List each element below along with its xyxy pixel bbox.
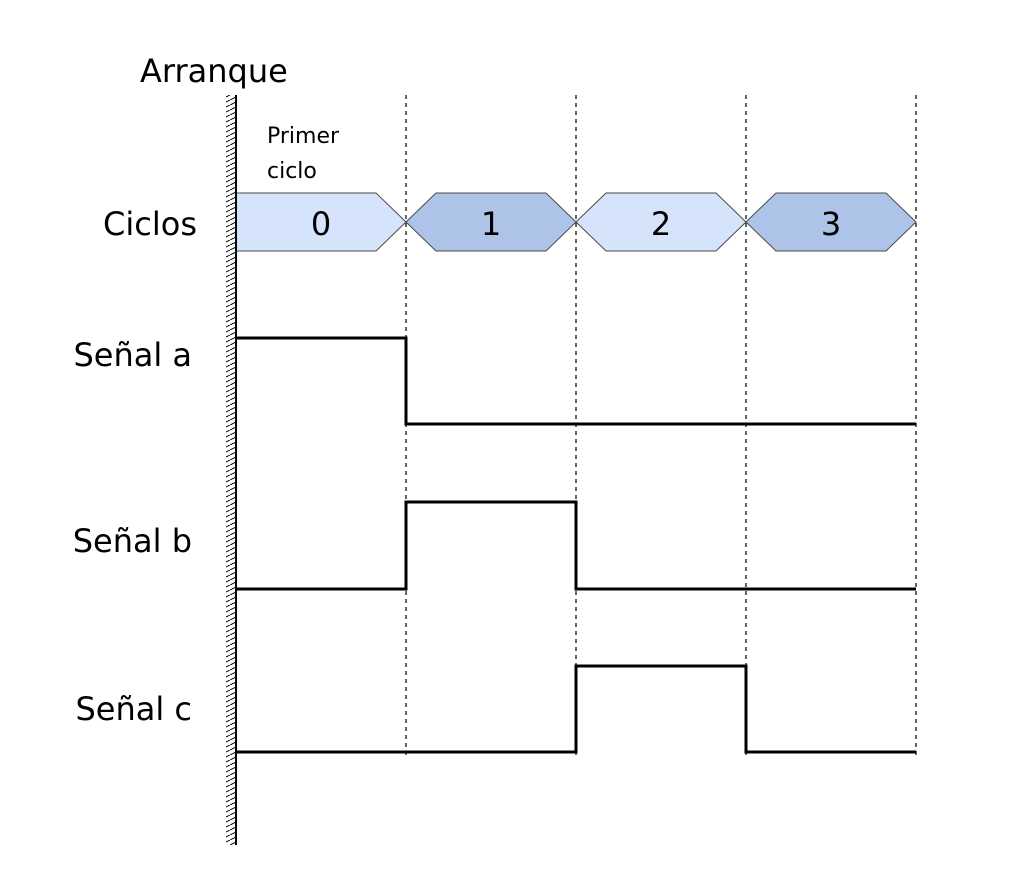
signal-waveform-1	[236, 500, 916, 591]
signal-waveforms: Señal a Señal b Señal c	[73, 336, 916, 754]
cycle-number-1: 1	[481, 205, 501, 243]
cycle-segments: 0 1 2 3	[235, 192, 917, 252]
first-cycle-label-line2: ciclo	[267, 159, 317, 184]
cycle-number-2: 2	[651, 205, 671, 243]
start-wall-hatch	[226, 95, 236, 845]
cycle-number-0: 0	[311, 205, 331, 243]
first-cycle-label-line1: Primer	[267, 124, 340, 149]
signal-waveform-2	[236, 664, 916, 754]
signal-label-2: Señal c	[75, 690, 192, 728]
cycle-number-3: 3	[821, 205, 841, 243]
signal-label-1: Señal b	[73, 522, 192, 560]
cycles-row-label: Ciclos	[103, 205, 197, 243]
cycle-segment-3	[745, 192, 917, 252]
signal-waveform-0	[236, 336, 916, 426]
signal-label-0: Señal a	[73, 336, 192, 374]
diagram-title: Arranque	[140, 52, 288, 90]
